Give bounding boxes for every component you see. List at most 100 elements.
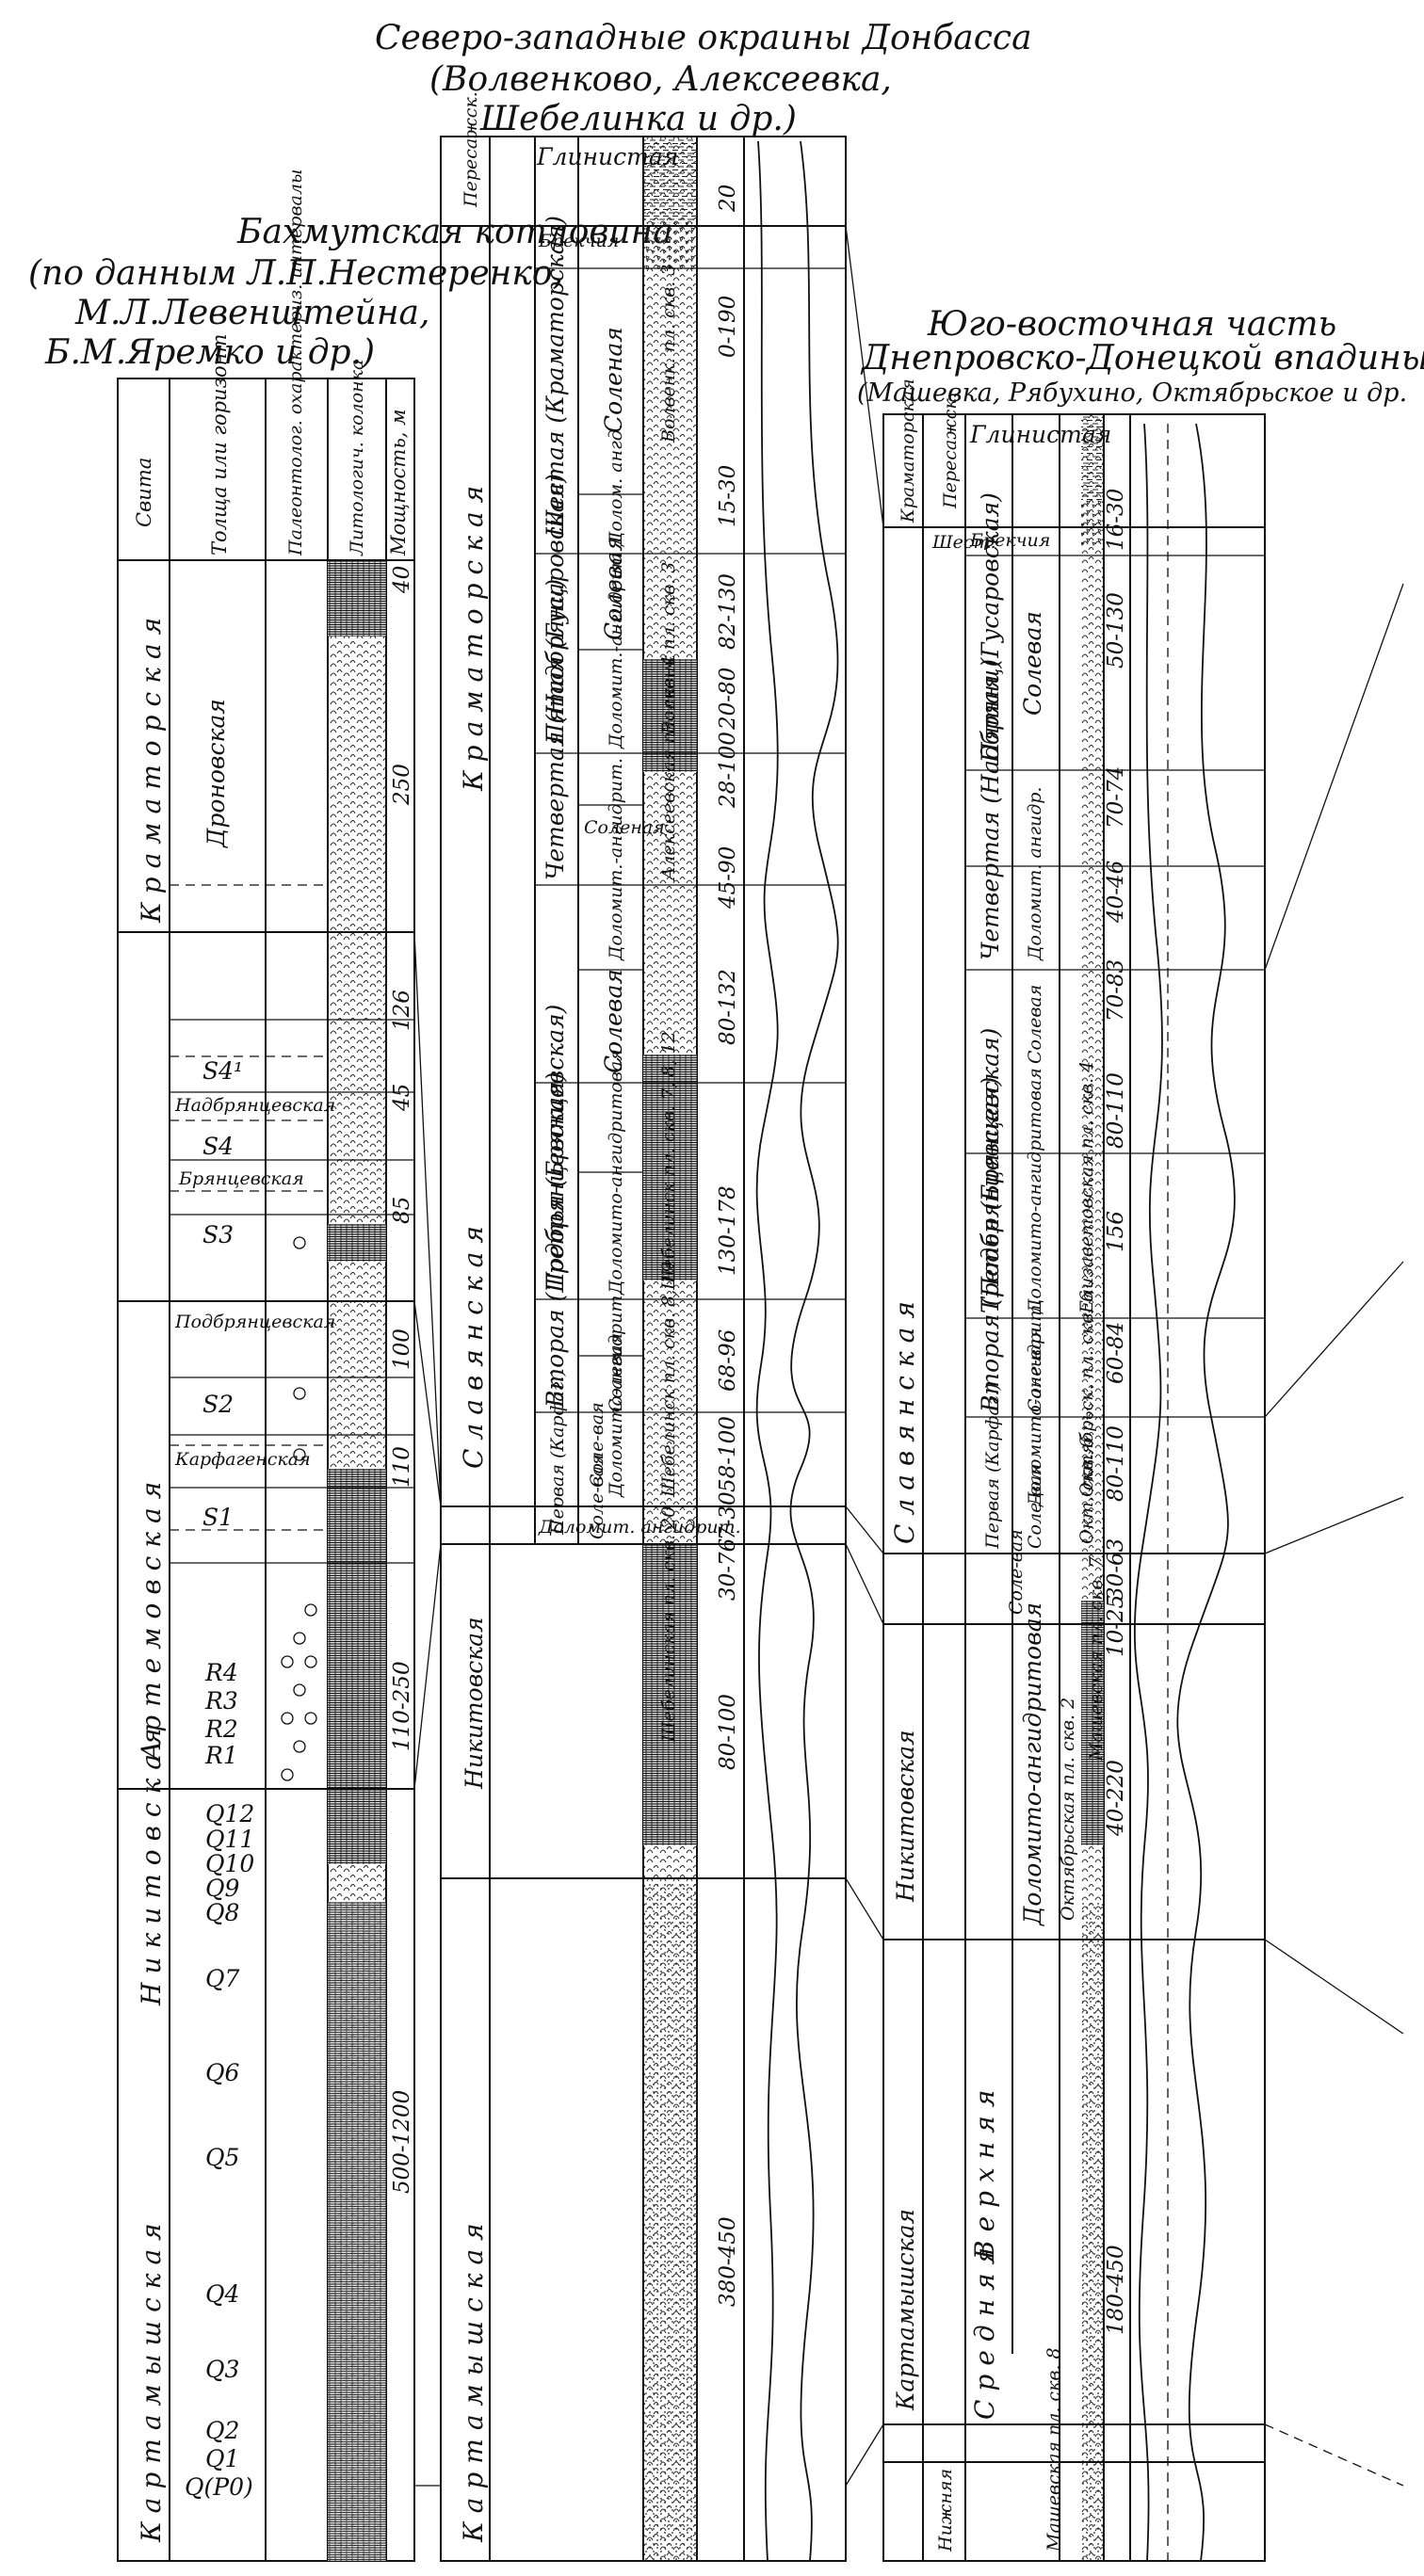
right-svita-nikitovsk: Никитовская: [892, 1730, 919, 1903]
right-member-salt-2: Соле-вая: [1025, 1327, 1045, 1412]
left-fossil-markers: [281, 1236, 317, 1781]
center-thick-2: 0-190: [716, 296, 740, 358]
left-section: Свита Толща или горизонт Палеонтолог. ох…: [117, 169, 415, 2562]
right-svita-kramatorsk: Краматорская: [898, 378, 918, 523]
right-well-5: Машевская пл. скв. 7: [1086, 1555, 1107, 1762]
left-title-line-2: (по данным Л.П.Нестеренко,: [28, 254, 563, 293]
center-well-4: Шебелинск пл. скв. 7, 8, 12: [658, 1031, 679, 1291]
center-tolshcha-2: Вторая (Подбрянцевская): [542, 1072, 569, 1409]
left-horizon-q8: Q8: [205, 1899, 239, 1926]
left-thick-8: 110-250: [390, 1661, 414, 1751]
center-tolshcha-4: Четвертая (Надбрянц): [542, 579, 569, 880]
center-member-breccia: Брекчия: [538, 231, 619, 251]
left-horizon-dronov: Дроновская: [202, 699, 230, 848]
left-horizon-r1: R1: [204, 1742, 238, 1769]
center-thick-4: 82-130: [716, 573, 740, 650]
right-tolshcha-upper: Верхняя: [969, 2082, 1000, 2261]
center-thick-5: 20-80: [716, 668, 740, 731]
center-thick-1: 20: [716, 185, 740, 213]
center-title-line-2: (Волвенково, Алексеевка,: [429, 60, 892, 99]
left-thick-7: 110: [390, 1446, 414, 1488]
left-svita-kramatorsk: Краматорская: [136, 609, 167, 924]
center-title: Северо-западные окраины Донбасса (Волвен…: [375, 19, 1032, 138]
left-horizon-bryants: Брянцевская: [178, 1168, 304, 1189]
right-tolshcha-2: Вторая (Подбрянцевская): [977, 1077, 1004, 1413]
right-member-dolom-2: Доломито-ангидрит.: [1025, 1299, 1045, 1507]
left-thick-5: 85: [390, 1197, 414, 1224]
left-thick-4: 45: [390, 1084, 414, 1112]
left-horizon-nadbryants: Надбрянцевская: [174, 1095, 335, 1116]
left-horizon-q5: Q5: [205, 2144, 239, 2171]
center-tolshcha-6: Шестая (Краматорская): [542, 216, 569, 538]
center-member-clay: Глинистая: [536, 143, 678, 170]
right-thick-6: 80-110: [1104, 1072, 1128, 1149]
center-tolshcha-peresazh: Пересажск.: [461, 91, 481, 208]
right-member-salt-1: Соле-вая: [1025, 1463, 1045, 1549]
left-thick-3: 126: [390, 990, 414, 1031]
left-horizon-s1: S1: [202, 1504, 234, 1531]
right-title-line-1: Юго-восточная часть: [927, 305, 1336, 344]
right-tolshcha-1: Первая (Карфаг.): [982, 1383, 1003, 1550]
center-thick-9: 130-178: [716, 1185, 740, 1276]
right-tolshcha-3: Третья (Брянцевская): [977, 1028, 1004, 1313]
left-thick-1: 40: [390, 566, 414, 594]
center-member-salt-3: Солевая: [600, 969, 627, 1073]
center-log-curve-1: [755, 140, 779, 2562]
left-title: Бахмутская котловина (по данным Л.П.Нест…: [28, 213, 673, 372]
right-tolshcha-5: Пятая (Гусаровская): [977, 492, 1004, 764]
center-thick-14: 80-100: [716, 1694, 740, 1770]
right-member-salt-3: Солевая: [1025, 985, 1045, 1064]
center-member-salt-6: Соленая: [600, 327, 627, 433]
left-header-horizon: Толща или горизонт: [208, 334, 231, 555]
center-member-dolom-5: Доломит.-ангидрит: [606, 552, 626, 749]
center-title-line-3: Шебелинка и др.): [479, 100, 797, 138]
center-section: Краматорская Славянская Никитовская Карт…: [440, 91, 847, 2562]
center-tolshcha-1: Первая (Карфаг.): [547, 1369, 568, 1536]
center-well-1: Волвенк. пл. скв. 3: [658, 265, 679, 443]
left-horizon-q7: Q7: [205, 1965, 239, 1992]
right-thick-8: 60-84: [1104, 1322, 1128, 1384]
right-member-clay: Глинистая: [969, 421, 1111, 448]
left-thick-6: 100: [390, 1328, 414, 1370]
left-horizon-q1: Q1: [205, 2445, 239, 2472]
center-thick-8: 80-132: [716, 969, 740, 1045]
center-thick-7: 45-90: [716, 846, 740, 910]
right-member-salt-1b: Соле-вая: [1006, 1529, 1027, 1615]
left-horizon-q2: Q2: [205, 2417, 239, 2444]
left-horizon-s4-1: S4¹: [202, 1057, 243, 1085]
right-member-breccia: Брекчия: [969, 530, 1050, 551]
center-member-salt-2: Солевая: [606, 1333, 626, 1412]
center-member-dolom-1: Доломит. ангидрит.: [538, 1517, 741, 1538]
left-horizon-q12: Q12: [205, 1800, 254, 1827]
left-title-line-4: Б.М.Яремко и др.): [44, 333, 375, 372]
right-svita-kartamysh: Картамышская: [892, 2209, 919, 2411]
right-well-4: Октябрьская пл. скв. 2: [1058, 1698, 1078, 1921]
left-thick-9: 500-1200: [390, 2090, 414, 2194]
center-member-salt-1: Соле-вая: [587, 1402, 607, 1488]
left-header-svita: Свита: [133, 458, 155, 527]
center-tolshcha-5: Пятая (Гусаровская): [542, 474, 569, 745]
left-header-paleo: Палеонтолог. охарактериз. интервалы: [285, 169, 306, 556]
right-thick-7: 156: [1104, 1211, 1128, 1252]
center-member-dolom-4: Доломит.-ангидрит.: [606, 758, 626, 961]
right-title: Юго-восточная часть Днепровско-Донецкой …: [857, 305, 1424, 408]
right-member-dolom-nikit: Доломито-ангидритовая: [1019, 1602, 1046, 1926]
right-thick-5: 70-83: [1104, 959, 1128, 1022]
left-svita-kartamysh: Картамышская: [136, 2214, 167, 2543]
right-member-salt-5: Солевая: [1019, 611, 1046, 716]
left-svita-artemovsk: Артемовская: [136, 1473, 167, 1763]
left-horizon-q6: Q6: [205, 2059, 239, 2086]
center-svita-slavyansk: Славянская: [458, 1217, 489, 1469]
right-thick-12: 40-220: [1104, 1760, 1128, 1837]
center-thick-11: 58-100: [716, 1416, 740, 1492]
right-well-6: Машевская пл. скв. 8: [1044, 2347, 1064, 2552]
right-title-line-3: (Машевка, Рябухино, Октябрьское и др.: [857, 378, 1407, 408]
center-well-2: Волвенк пл. скв. 3: [658, 562, 679, 735]
center-well-5: Шебелинск пл. скв. 8, 19: [658, 1261, 679, 1498]
left-thick-2: 250: [390, 764, 414, 806]
center-member-salt-2b: Соле-вая: [587, 1454, 607, 1539]
center-svita-kartamysh: Картамышская: [458, 2214, 489, 2543]
right-well-2: Октябрьск. пл. скв. 6: [1076, 1291, 1097, 1497]
right-thick-2: 50-130: [1104, 592, 1128, 668]
